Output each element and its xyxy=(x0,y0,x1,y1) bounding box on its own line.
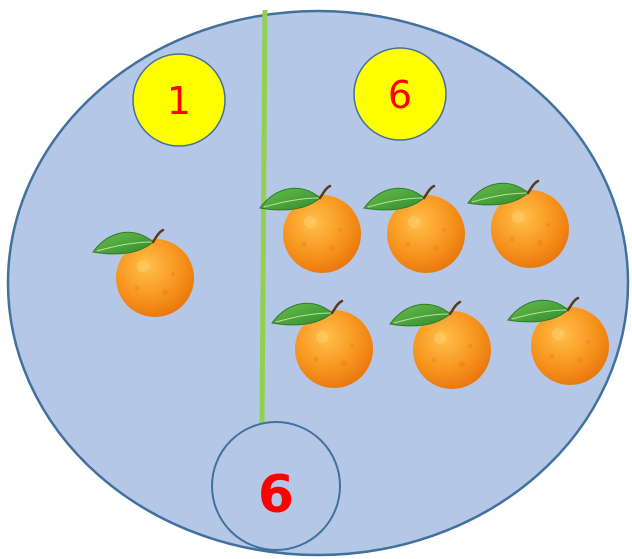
total-circle: 6 xyxy=(211,421,341,551)
set-ellipse xyxy=(6,9,630,557)
left-count-label: 1 xyxy=(167,79,191,123)
partition-divider-line xyxy=(259,9,268,425)
total-label: 6 xyxy=(258,465,294,525)
right-count-badge: 6 xyxy=(353,47,447,141)
left-count-badge: 1 xyxy=(132,53,226,147)
right-count-label: 6 xyxy=(388,73,412,117)
